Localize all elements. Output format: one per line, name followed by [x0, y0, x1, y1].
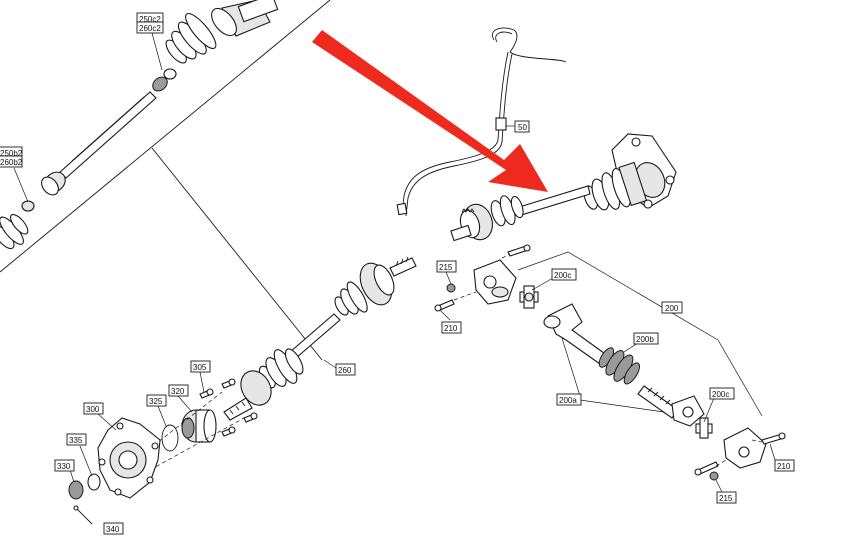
label-330: 330: [54, 459, 75, 472]
red-arrow-shape: [312, 30, 548, 192]
svg-text:305: 305: [193, 363, 207, 372]
label-210-left: 210: [441, 321, 462, 334]
washer-335: [87, 473, 101, 491]
svg-text:335: 335: [69, 436, 83, 445]
svg-text:200c: 200c: [554, 271, 571, 280]
lower-drive-shaft-260: [223, 256, 417, 421]
cross-joint-200c-top: [519, 285, 539, 309]
svg-text:325: 325: [149, 397, 163, 406]
svg-text:260b2: 260b2: [0, 158, 23, 167]
svg-text:50: 50: [518, 123, 527, 132]
label-300: 300: [83, 402, 104, 415]
nut-330: [68, 480, 84, 500]
label-50: 50: [514, 120, 530, 133]
svg-text:215: 215: [439, 263, 453, 272]
svg-text:200: 200: [665, 304, 679, 313]
label-215-left: 215: [436, 260, 457, 273]
label-305: 305: [190, 360, 211, 373]
label-320: 320: [168, 384, 189, 397]
svg-text:210: 210: [444, 324, 458, 333]
highlight-arrow: [312, 30, 548, 192]
label-200b: 200b: [633, 332, 659, 345]
slip-yoke-200a: [543, 303, 609, 365]
cotter-pin-340: [73, 505, 93, 525]
svg-text:260c2: 260c2: [139, 24, 161, 33]
svg-text:200c: 200c: [712, 390, 729, 399]
label-210-right: 210: [774, 459, 795, 472]
label-200: 200: [661, 301, 683, 314]
label-200c-bottom: 200c: [709, 387, 735, 400]
bearing-320: [181, 409, 217, 443]
label-335: 335: [66, 433, 87, 446]
snap-ring-325: [161, 424, 179, 452]
svg-text:215: 215: [719, 494, 733, 503]
section-dividers: [0, 0, 331, 361]
svg-text:340: 340: [106, 525, 120, 534]
upper-left-drive-shaft: [0, 0, 279, 250]
bolt-215-left: [446, 283, 456, 293]
cross-joint-200c-bottom: [695, 417, 713, 439]
label-340: 340: [103, 522, 124, 535]
svg-text:260: 260: [338, 366, 352, 375]
svg-text:250b2: 250b2: [0, 149, 23, 158]
label-260b2: 260b2: [0, 155, 23, 168]
label-200c-top: 200c: [551, 268, 577, 281]
svg-text:250c2: 250c2: [139, 15, 161, 24]
wheel-hub-300: [97, 417, 161, 499]
svg-text:300: 300: [86, 405, 100, 414]
svg-text:200b: 200b: [636, 335, 654, 344]
svg-text:320: 320: [171, 387, 185, 396]
prop-shaft-assembly: [434, 244, 786, 481]
label-200a: 200a: [556, 393, 582, 406]
bolts-305: [147, 378, 258, 471]
label-260c2: 260c2: [136, 21, 164, 34]
label-215-right: 215: [716, 491, 737, 504]
label-260: 260: [335, 363, 356, 376]
boot-200b: [598, 347, 641, 385]
svg-text:200a: 200a: [559, 396, 577, 405]
bolt-210-left: [434, 299, 455, 312]
upper-right-drive-shaft: [450, 133, 677, 242]
callout-labels: 50 200 200a 200b 200c 200c 210 210 215 2…: [0, 12, 795, 535]
svg-text:210: 210: [777, 462, 791, 471]
label-325: 325: [146, 394, 167, 407]
leader-lines: [69, 271, 776, 493]
svg-text:330: 330: [57, 462, 71, 471]
